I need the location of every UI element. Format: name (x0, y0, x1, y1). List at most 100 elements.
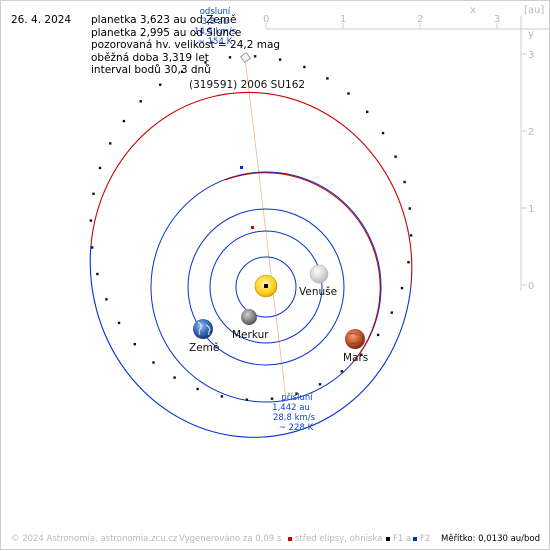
object-name: (319591) 2006 SU162 (189, 79, 305, 91)
y-tick-label: 3 (528, 50, 534, 61)
orbit-point (173, 376, 176, 379)
orbit-point (390, 311, 393, 314)
perihelion-distance: 1,442 au (272, 403, 310, 413)
orbit-earth (187, 208, 345, 366)
asteroid-orbit-north (90, 91, 413, 286)
orbit-mars (150, 171, 382, 403)
ellipse-center-marker (251, 226, 254, 229)
legend-f1-marker (386, 537, 390, 541)
x-axis (265, 23, 550, 30)
date-label: 26. 4. 2024 (11, 14, 72, 26)
axis-unit: [au] (524, 5, 544, 16)
y-tick-label: 2 (528, 127, 534, 138)
aphelion-marker (240, 52, 251, 63)
x-tick-label: 3 (494, 14, 500, 25)
orbit-point (228, 56, 232, 59)
orbit-point (152, 361, 155, 364)
orbit-point (347, 92, 350, 95)
orbit-point (180, 70, 184, 73)
orbit-point (245, 398, 249, 401)
orbit-point (270, 397, 274, 400)
x-tick-label: 1 (340, 14, 346, 25)
sun-icon (254, 274, 278, 298)
orbit-point (394, 155, 397, 158)
aphelion-distance: 3,8 au (202, 17, 229, 27)
orbit-point (122, 119, 126, 123)
orbit-point-markers (89, 55, 413, 401)
orbit-point (403, 180, 406, 184)
y-axis (520, 16, 527, 291)
orbit-point (295, 392, 298, 395)
x-tick-label: 2 (417, 14, 423, 25)
orbit-point (92, 192, 95, 195)
orbit-venus (209, 230, 323, 344)
orbit-point (360, 353, 363, 356)
orbit-point (105, 298, 108, 301)
orbit-mercury (235, 256, 297, 318)
x-axis-letter: x (470, 5, 476, 16)
info-line-earth-distance: planetka 3,623 au od Země (91, 14, 237, 26)
orbit-point (98, 166, 102, 170)
orbit-point (409, 234, 413, 237)
orbit-point (253, 55, 257, 58)
orbit-point (91, 246, 94, 249)
info-line-period: oběžná doba 3,319 let (91, 51, 209, 64)
footer-legend-f2: F2 (420, 534, 431, 544)
orbit-point (204, 61, 207, 64)
info-line-interval: interval bodů 30,3 dnů (91, 64, 211, 76)
info-line-sun-distance: planetka 2,995 au od Slunce (91, 26, 242, 39)
orbit-point (159, 83, 162, 86)
orbit-point (303, 65, 306, 69)
footer-legend-center: střed elipsy, ohniska (295, 534, 383, 544)
planet-label-mercury: Merkur (232, 329, 269, 341)
orbit-point (318, 383, 322, 386)
planet-label-venus: Venuše (299, 286, 337, 298)
footer-copyright: © 2024 Astronomia, astronomia.zcu.cz (11, 534, 178, 544)
orbit-point (139, 100, 142, 103)
asteroid-orbit-south (89, 244, 412, 439)
y-axis-letter: y (528, 29, 534, 40)
orbit-point (196, 387, 199, 391)
legend-center-marker (288, 537, 292, 541)
venus-icon (309, 264, 329, 284)
orbit-point (400, 286, 404, 290)
mercury-icon (241, 309, 257, 325)
y-tick-label: 0 (528, 281, 534, 292)
info-line-magnitude: pozorovaná hv. velikost = 24,2 mag (91, 39, 281, 51)
orbit-point (133, 342, 136, 346)
footer-scale: Měřítko: 0,0130 au/bod (441, 534, 541, 544)
orbit-point (381, 131, 385, 135)
orbit-point (89, 219, 93, 222)
planet-label-mars: Mars (343, 352, 368, 364)
perihelion-temperature: ~ 228 K (279, 423, 314, 433)
orbit-point (220, 395, 224, 398)
orbit-point (408, 207, 411, 210)
aphelion-label: odsluní (200, 7, 231, 17)
orbit-point (366, 110, 369, 114)
orbit-point (376, 333, 380, 337)
orbit-point (117, 321, 121, 325)
x-tick-label: 0 (263, 14, 269, 25)
orbit-mars-near-arc (224, 172, 381, 363)
orbit-point (407, 261, 410, 264)
orbit-point (340, 370, 343, 373)
orbit-point (326, 77, 329, 80)
perihelion-speed: 28,8 km/s (273, 413, 316, 423)
footer-legend-f1: F1 a (393, 534, 412, 544)
aphelion-temperature: ~ 154 K (198, 37, 233, 47)
planet-label-earth: Země (189, 342, 219, 354)
focus-f2-marker (240, 166, 243, 169)
perihelion-label: přísluní (281, 393, 313, 403)
y-tick-label: 1 (528, 204, 534, 215)
orbit-point (109, 142, 112, 145)
orbit-point (96, 272, 99, 276)
earth-icon (193, 319, 213, 339)
line-of-apsides (244, 57, 287, 400)
orbit-point (278, 58, 282, 61)
legend-f2-marker (413, 537, 417, 541)
footer-generated: Vygenerováno za 0,09 s (179, 534, 282, 544)
aphelion-speed: 14,5 km/s (194, 27, 237, 37)
mars-icon (345, 329, 365, 349)
